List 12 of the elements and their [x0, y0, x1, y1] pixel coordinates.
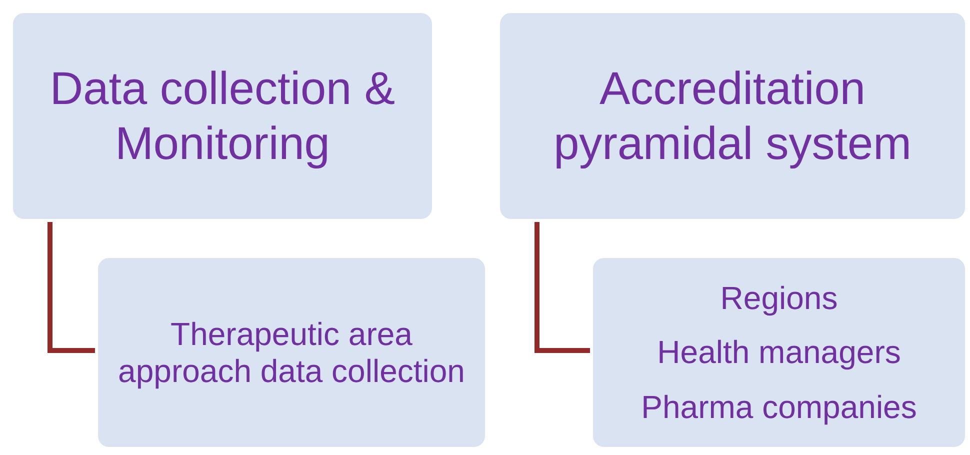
connector-line [534, 222, 590, 353]
box-text: Regions [720, 278, 838, 318]
box-text: Therapeutic area approach data collection [117, 316, 466, 390]
box-text: Pharma companies [641, 388, 917, 427]
box-text: Health managers [657, 333, 901, 372]
rounded-box [590, 255, 968, 450]
connector-line [48, 222, 95, 353]
box-text: Accreditation pyramidal system [552, 60, 912, 171]
rounded-box [10, 10, 435, 222]
rounded-box [95, 255, 488, 450]
rounded-box [497, 10, 968, 222]
box-text: Data collection & Monitoring [48, 60, 396, 171]
